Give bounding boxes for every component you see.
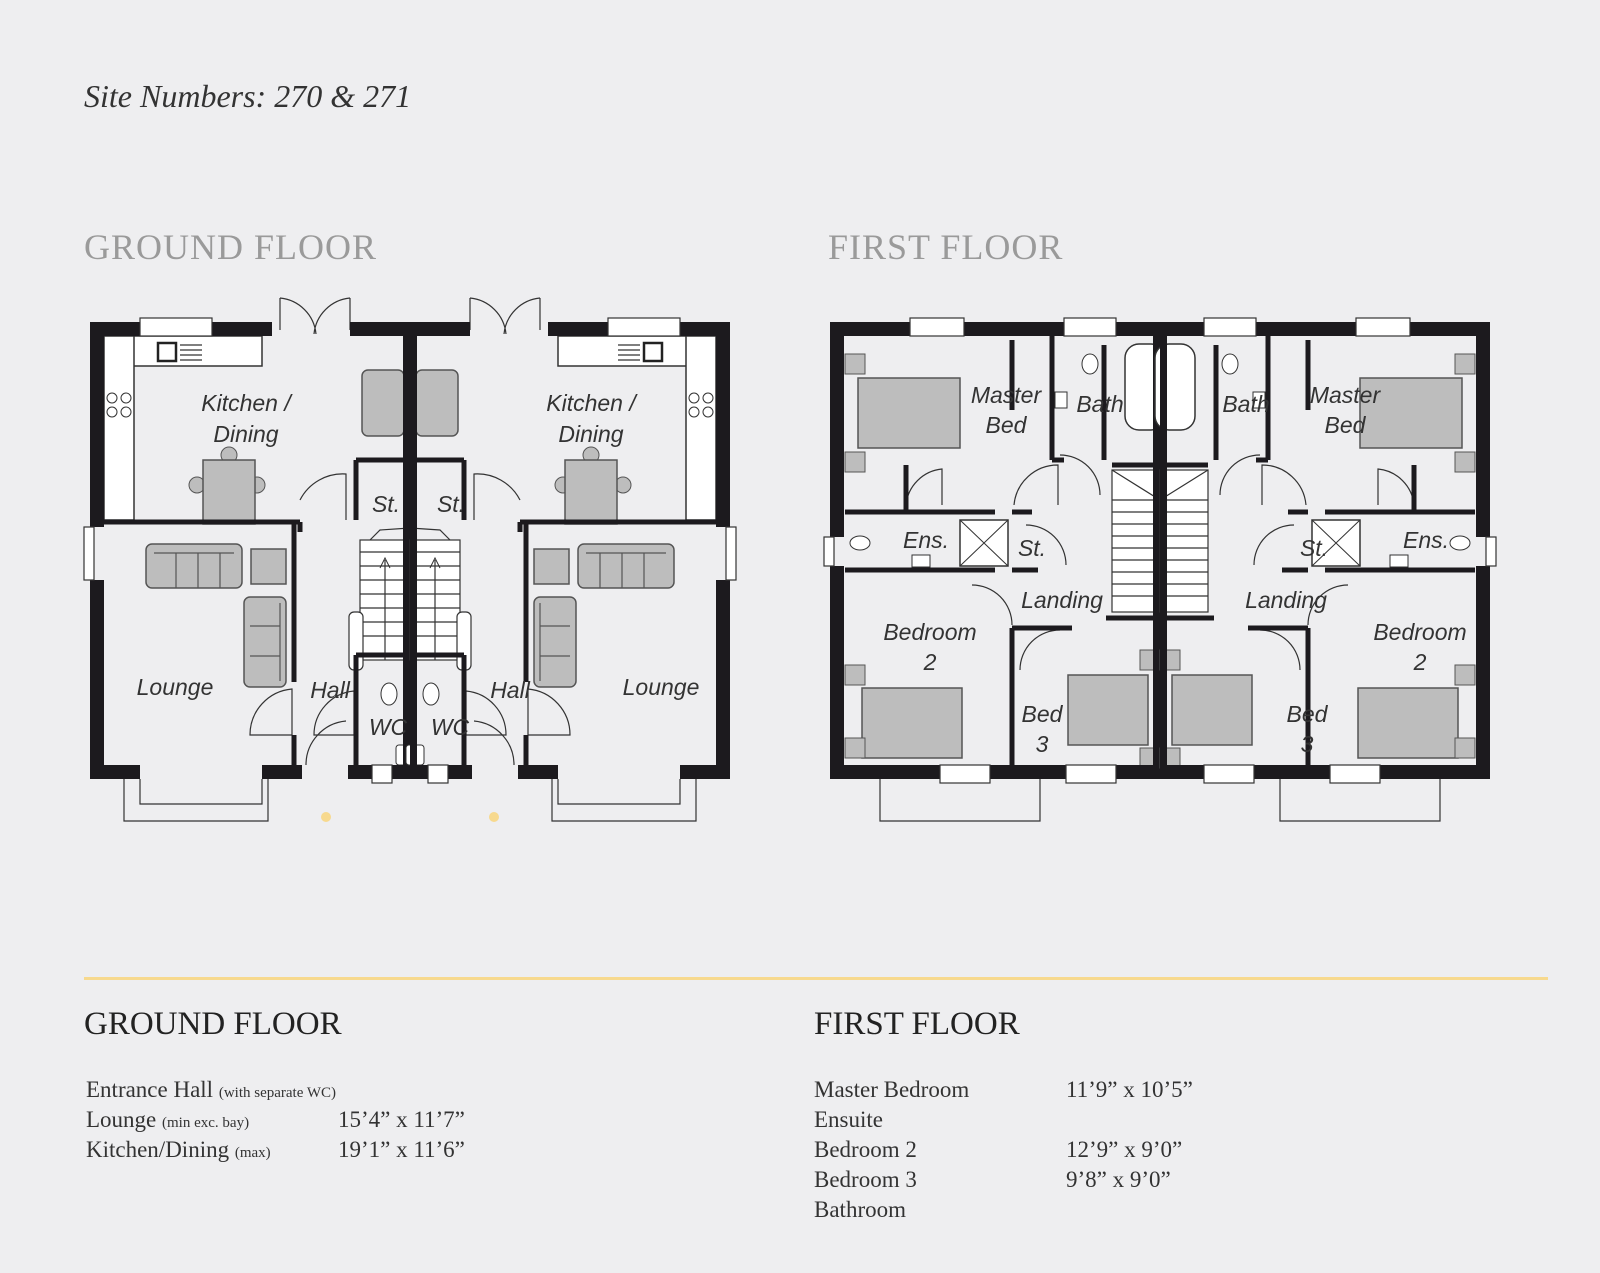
room-label: Bed: [1287, 701, 1329, 727]
site-numbers: Site Numbers: 270 & 271: [84, 78, 412, 114]
spec-size: 9’8” x 9’0”: [1066, 1167, 1171, 1192]
spec-room: Bedroom 3: [814, 1167, 917, 1192]
spec-row: Ensuite: [814, 1105, 1193, 1135]
spec-room: Bathroom: [814, 1197, 906, 1222]
first-floor-spec-list: Master Bedroom 11’9” x 10’5” Ensuite Bedr…: [814, 1075, 1193, 1225]
room-label: Bath: [1222, 391, 1269, 417]
spec-room: Kitchen/Dining: [86, 1137, 230, 1162]
room-label: Bedroom: [1373, 619, 1466, 645]
spec-note: (max): [234, 1145, 271, 1161]
spec-row: Kitchen/Dining (max) 19’1” x 11’6”: [86, 1135, 465, 1165]
room-label: Landing: [1021, 587, 1103, 613]
room-label: Lounge: [623, 674, 700, 700]
spec-row: Master Bedroom 11’9” x 10’5”: [814, 1075, 1193, 1105]
spec-size: 15’4” x 11’7”: [338, 1107, 465, 1132]
room-label: Lounge: [137, 674, 214, 700]
spec-note: (with separate WC): [218, 1085, 337, 1101]
spec-room: Master Bedroom: [814, 1077, 970, 1102]
room-label: Master: [971, 382, 1043, 408]
spec-size: 11’9” x 10’5”: [1066, 1077, 1193, 1102]
room-label: Dining: [558, 421, 623, 447]
room-label: Hall: [490, 677, 531, 703]
first-floor-plan: Master Bed Master Bed Bath Bath Ens. Ens…: [824, 318, 1496, 821]
first-floor-plan-title: FIRST FLOOR: [828, 227, 1064, 267]
room-label: Ens.: [903, 527, 949, 553]
floor-plans: Kitchen / Dining Kitchen / Dining St. St…: [0, 0, 1600, 1000]
ground-floor-plan-title: GROUND FLOOR: [84, 227, 378, 267]
ground-floor-spec-list: Entrance Hall (with separate WC) Lounge …: [86, 1075, 465, 1165]
room-label: Dining: [213, 421, 278, 447]
room-label: Kitchen /: [546, 390, 638, 416]
room-label: Bed: [1022, 701, 1064, 727]
spec-size: 19’1” x 11’6”: [338, 1137, 465, 1162]
room-label: WC: [369, 714, 408, 740]
room-label: Bed: [1325, 412, 1367, 438]
spec-row: Lounge (min exc. bay) 15’4” x 11’7”: [86, 1105, 465, 1135]
room-label: St.: [1300, 535, 1328, 561]
room-label: Bath: [1076, 391, 1123, 417]
room-label: 3: [1301, 731, 1314, 757]
spec-size: 12’9” x 9’0”: [1066, 1137, 1183, 1162]
room-label: St.: [1018, 535, 1046, 561]
room-label: St.: [437, 491, 465, 517]
room-label: Master: [1310, 382, 1382, 408]
room-label: 3: [1036, 731, 1049, 757]
room-label: 2: [923, 649, 937, 675]
spec-row: Entrance Hall (with separate WC): [86, 1075, 465, 1105]
room-label: St.: [372, 491, 400, 517]
spec-room: Entrance Hall: [86, 1077, 214, 1102]
room-label: Ens.: [1403, 527, 1449, 553]
room-label: Landing: [1245, 587, 1327, 613]
spec-row: Bedroom 3 9’8” x 9’0”: [814, 1165, 1193, 1195]
spec-room: Ensuite: [814, 1107, 883, 1132]
room-label: 2: [1413, 649, 1427, 675]
spec-note: (min exc. bay): [162, 1115, 250, 1131]
divider: [84, 977, 1548, 980]
room-label: Bedroom: [883, 619, 976, 645]
first-floor-spec-title: FIRST FLOOR: [814, 1006, 1020, 1042]
ground-floor-plan: Kitchen / Dining Kitchen / Dining St. St…: [84, 298, 736, 822]
room-label: Bed: [986, 412, 1028, 438]
room-label: Kitchen /: [201, 390, 293, 416]
spec-row: Bedroom 2 12’9” x 9’0”: [814, 1135, 1193, 1165]
room-label: Hall: [310, 677, 351, 703]
ground-floor-spec-title: GROUND FLOOR: [84, 1006, 342, 1042]
spec-row: Bathroom: [814, 1195, 1193, 1225]
spec-room: Lounge: [86, 1107, 157, 1132]
spec-room: Bedroom 2: [814, 1137, 917, 1162]
room-label: WC: [431, 714, 470, 740]
